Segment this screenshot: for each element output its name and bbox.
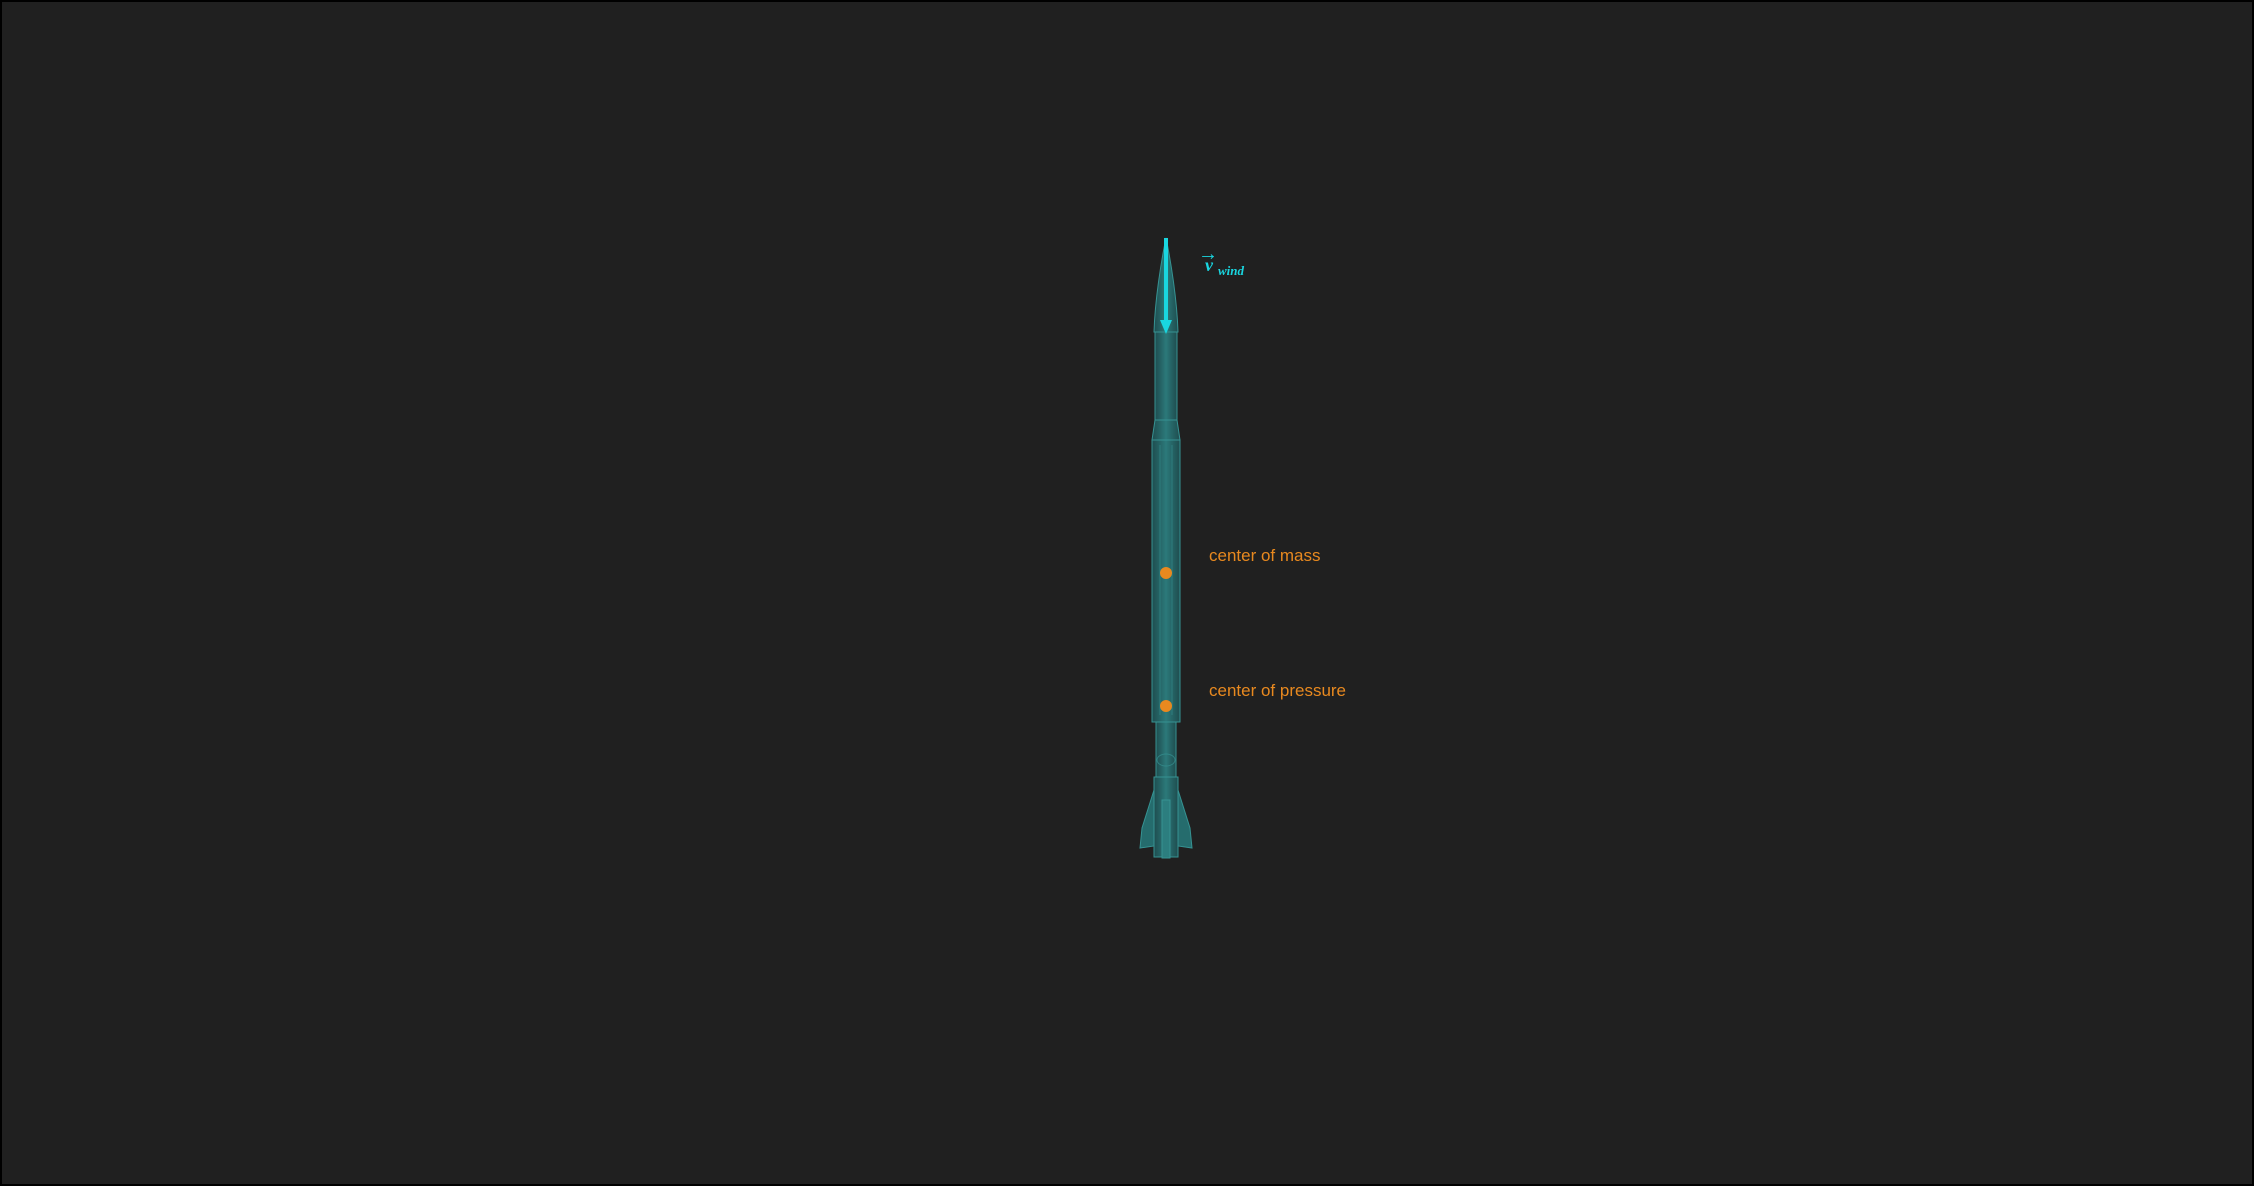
center-of-pressure-label: center of pressure [1209,681,1346,700]
center-of-mass-label: center of mass [1209,546,1321,565]
wind-vector-symbol: v [1205,255,1214,275]
center-of-mass-marker: center of mass [1160,546,1321,579]
rocket [1139,237,1193,859]
rocket-fin-left [1139,789,1155,849]
center-of-pressure-dot [1160,700,1172,712]
wind-vector: → v wind [1160,238,1245,334]
wind-vector-arrow-glyph: → [1198,243,1218,265]
rocket-fin-right [1177,789,1193,849]
center-of-mass-dot [1160,567,1172,579]
rocket-lower-section [1155,721,1177,778]
rocket-upper-stage [1154,331,1178,421]
center-of-pressure-marker: center of pressure [1160,681,1346,712]
rocket-fin-center [1161,799,1171,859]
rocket-interstage [1151,419,1181,441]
wind-arrow-head [1160,320,1172,334]
rocket-main-body [1151,439,1181,723]
wind-vector-subscript: wind [1218,263,1245,278]
